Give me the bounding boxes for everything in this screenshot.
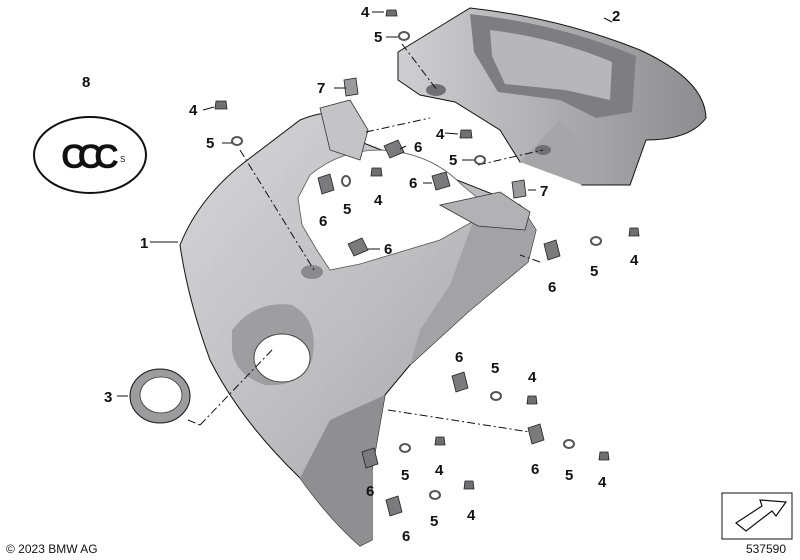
- callout-labels: 4 5 2 8 7 4 5 6 4 5 6 7 6 5 4 1 6 4 5 6 …: [82, 4, 639, 545]
- rubber-mount-icon: [343, 77, 527, 199]
- ccc-suffix: S: [120, 155, 125, 164]
- callout-4: 4: [598, 474, 607, 491]
- callout-5: 5: [374, 29, 382, 46]
- callout-6: 6: [384, 241, 392, 258]
- callout-4: 4: [361, 4, 370, 21]
- callout-5: 5: [491, 360, 499, 377]
- document-number: 537590: [745, 542, 786, 556]
- callout-6: 6: [414, 139, 422, 156]
- washer-icon: [231, 31, 602, 500]
- callout-4: 4: [435, 462, 444, 479]
- callout-5: 5: [565, 467, 573, 484]
- leader-lines: [117, 11, 613, 397]
- callout-4: 4: [630, 252, 639, 269]
- copyright-text: © 2023 BMW AG: [6, 542, 98, 556]
- clip-nut-icon: [317, 139, 561, 517]
- callout-5: 5: [590, 263, 598, 280]
- callout-4: 4: [189, 102, 198, 119]
- callout-4: 4: [467, 507, 476, 524]
- upper-cover-part: [397, 7, 707, 186]
- callout-5: 5: [430, 513, 438, 530]
- grommet-ring-part: [129, 368, 191, 424]
- callout-6: 6: [409, 175, 417, 192]
- callout-7: 7: [317, 80, 325, 97]
- callout-6: 6: [319, 213, 327, 230]
- ccc-letters: CCC: [61, 138, 118, 176]
- callout-5: 5: [206, 135, 214, 152]
- callout-3: 3: [104, 389, 112, 406]
- callout-4: 4: [374, 192, 383, 209]
- callout-7: 7: [540, 183, 548, 200]
- screw-icon: [214, 9, 640, 490]
- callout-4: 4: [436, 126, 445, 143]
- callout-5: 5: [449, 152, 457, 169]
- callout-6: 6: [455, 349, 463, 366]
- ccc-certification-icon: CCC S: [33, 116, 147, 194]
- callout-6: 6: [531, 461, 539, 478]
- callout-4: 4: [528, 369, 537, 386]
- callout-5: 5: [401, 467, 409, 484]
- assembly-lines: [187, 43, 544, 433]
- navigation-arrow-icon[interactable]: [721, 492, 793, 540]
- callout-6: 6: [366, 483, 374, 500]
- callout-5: 5: [343, 201, 351, 218]
- callout-6: 6: [402, 528, 410, 545]
- callout-1: 1: [140, 235, 148, 252]
- callout-8: 8: [82, 74, 90, 91]
- callout-2: 2: [612, 8, 620, 25]
- main-fairing-part: [179, 99, 537, 547]
- callout-6: 6: [548, 279, 556, 296]
